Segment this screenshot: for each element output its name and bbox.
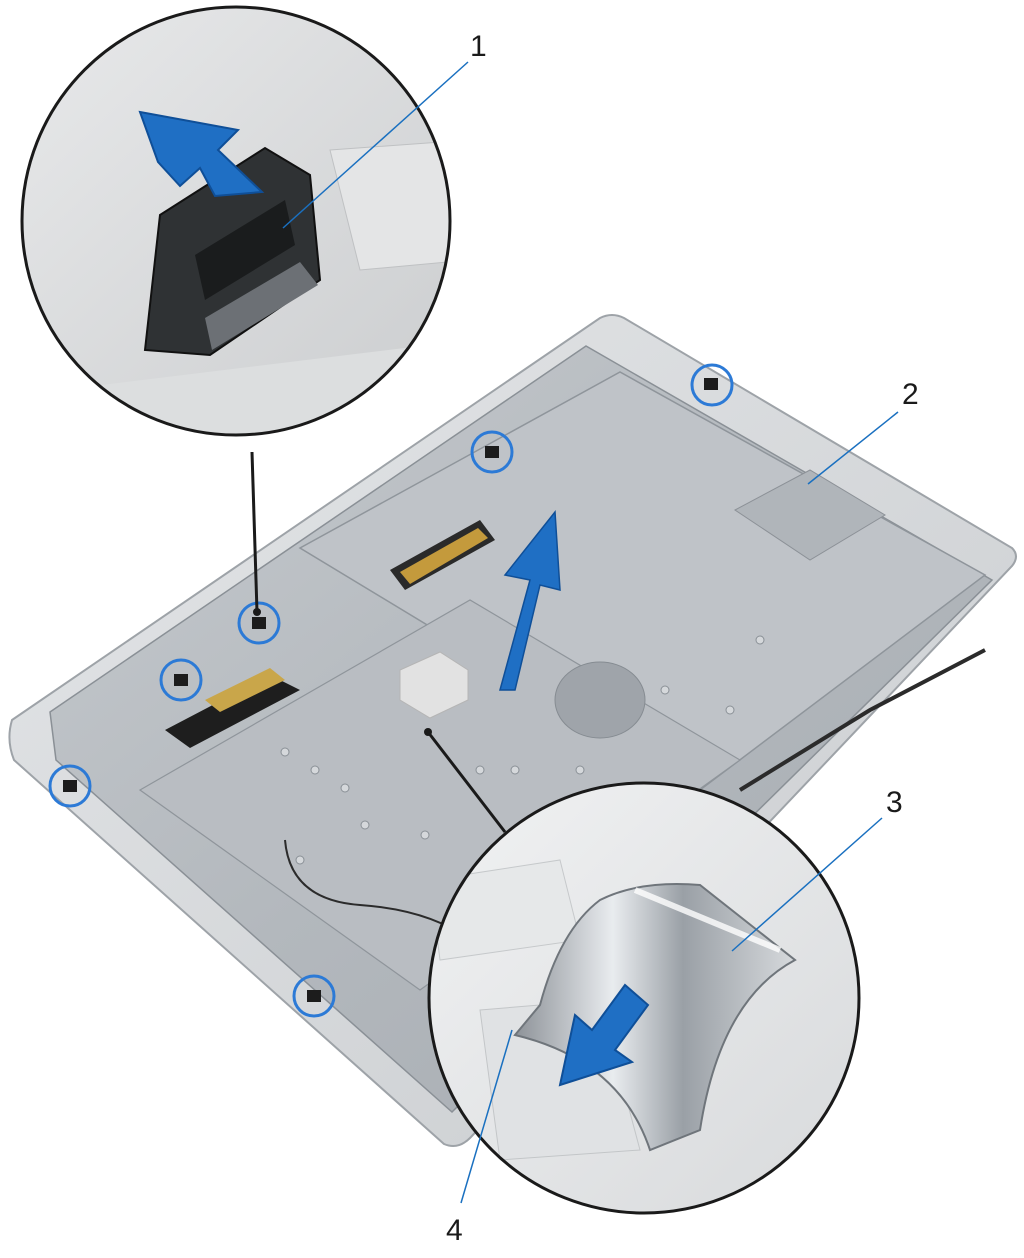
zoom-view-cable <box>427 781 861 1215</box>
zoom-leader-bottom <box>426 731 507 833</box>
callout-1: 1 <box>470 30 487 63</box>
foam-block <box>399 651 469 719</box>
tab-ring-1 <box>690 363 734 407</box>
plate-emboss <box>734 469 886 561</box>
tab-ring-3 <box>237 601 281 645</box>
callout-4: 4 <box>446 1214 463 1247</box>
tab-ring-4 <box>159 658 203 702</box>
callout-2: 2 <box>902 378 919 411</box>
lift-arrow <box>499 510 561 691</box>
flex-cable <box>513 883 797 1152</box>
leader-3 <box>731 817 883 952</box>
tab-ring-2 <box>470 430 514 474</box>
tab-highlight-rings <box>48 363 734 1018</box>
display-cable-tape <box>165 675 300 748</box>
zoom-leader-top <box>250 451 259 613</box>
round-label <box>554 661 646 739</box>
display-assembly <box>8 314 1017 1147</box>
tab-ring-6 <box>292 974 336 1018</box>
antenna-cable <box>738 648 986 792</box>
leader-4 <box>460 1029 513 1204</box>
tab-ring-5 <box>48 764 92 808</box>
zoom-view-tab <box>20 5 452 437</box>
cable-pull-arrow <box>558 983 650 1087</box>
callout-3: 3 <box>886 786 903 819</box>
leader-2 <box>807 411 899 485</box>
leader-1 <box>282 61 469 229</box>
screw-bosses <box>280 635 765 865</box>
tab-release-arrow <box>138 110 265 198</box>
